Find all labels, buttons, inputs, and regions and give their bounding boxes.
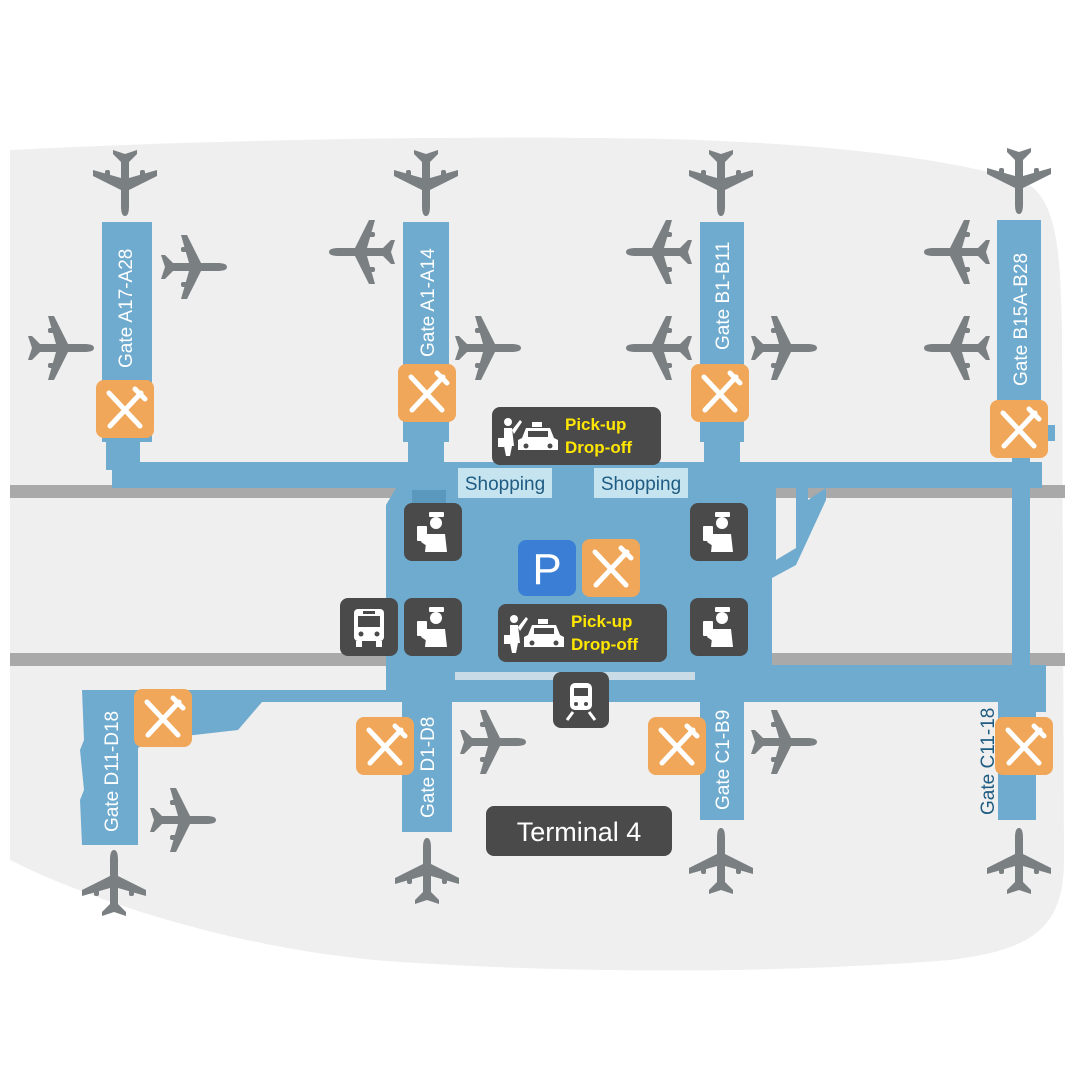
fork-knife-icon[interactable] <box>691 364 749 422</box>
security-officer-icon[interactable] <box>404 598 462 656</box>
fork-knife-icon[interactable] <box>356 717 414 775</box>
dropoff-label: Drop-off <box>571 635 638 654</box>
gate-label-d11-d18: Gate D11-D18 <box>102 711 123 832</box>
shopping-label: Shopping <box>465 474 545 495</box>
gate-label-b1-b11: Gate B1-B11 <box>713 242 734 350</box>
terminal-title-badge: Terminal 4 <box>486 806 672 856</box>
fork-knife-icon[interactable] <box>995 717 1053 775</box>
parking-letter: P <box>532 545 561 594</box>
pickup-label: Pick-up <box>571 612 632 631</box>
fork-knife-icon[interactable] <box>96 380 154 438</box>
fork-knife-icon[interactable] <box>134 689 192 747</box>
train-icon[interactable] <box>553 672 609 728</box>
gate-label-d1-d8: Gate D1-D8 <box>418 717 439 818</box>
pickup-dropoff-central[interactable]: Pick-up Drop-off <box>498 604 667 662</box>
fork-knife-icon[interactable] <box>648 717 706 775</box>
gate-label-b15a-b28: Gate B15A-B28 <box>1011 253 1032 386</box>
shopping-area-east: Shopping <box>594 468 688 498</box>
gate-label-a17-a28: Gate A17-A28 <box>116 249 137 368</box>
security-officer-icon[interactable] <box>404 503 462 561</box>
fork-knife-icon[interactable] <box>582 539 640 597</box>
gate-label-a1-a14: Gate A1-A14 <box>418 248 439 357</box>
bus-icon[interactable] <box>340 598 398 656</box>
gate-label-c1-b9: Gate C1-B9 <box>713 710 734 810</box>
pickup-label: Pick-up <box>565 415 626 434</box>
fork-knife-icon[interactable] <box>398 364 456 422</box>
gate-label-c11-18: Gate C11-18 <box>978 708 999 815</box>
terminal-title: Terminal 4 <box>517 817 642 847</box>
pickup-dropoff-north[interactable]: Pick-up Drop-off <box>492 407 661 465</box>
parking-icon[interactable]: P <box>518 540 576 596</box>
dropoff-label: Drop-off <box>565 438 632 457</box>
security-officer-icon[interactable] <box>690 598 748 656</box>
security-officer-icon[interactable] <box>690 503 748 561</box>
shopping-label: Shopping <box>601 474 681 495</box>
fork-knife-icon[interactable] <box>990 400 1048 458</box>
shopping-area-west: Shopping <box>458 468 552 498</box>
